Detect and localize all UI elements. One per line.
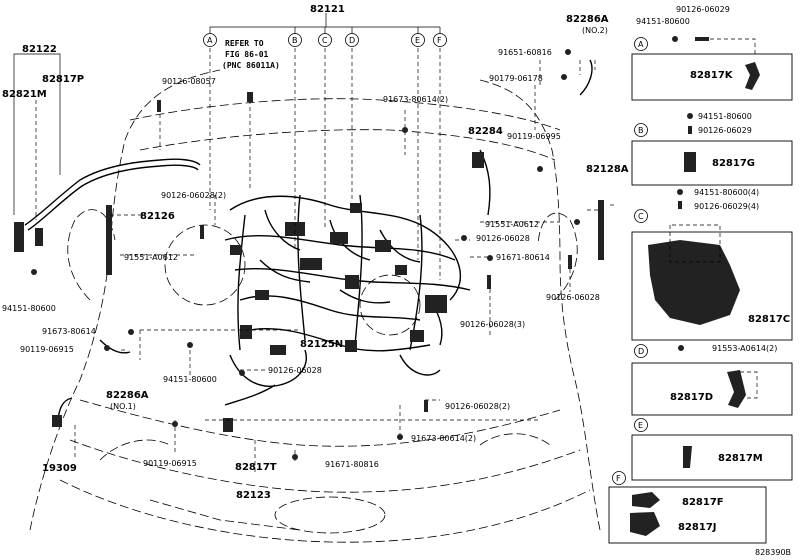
panel-f-part-2: 82817J xyxy=(678,522,717,533)
label-90126-06028-mid: 90126-06028 xyxy=(268,366,322,375)
marker-a: A xyxy=(207,36,213,45)
label-90179-06178: 90179-06178 xyxy=(489,74,543,83)
vehicle-body-outline xyxy=(29,69,601,543)
diagram-code: 828390B xyxy=(755,548,791,557)
label-82123: 82123 xyxy=(236,490,271,501)
panel-b-part-2: 90126-06029 xyxy=(698,126,752,135)
label-82284: 82284 xyxy=(468,126,503,137)
label-90119-06995: 90119-06995 xyxy=(507,132,561,141)
marker-d: D xyxy=(349,36,355,45)
label-91673-80614: 91673-80614 xyxy=(42,327,96,336)
panel-d-part: 82817D xyxy=(670,392,713,403)
label-82286A-no2-note: (NO.2) xyxy=(582,26,608,35)
label-82122: 82122 xyxy=(22,44,57,55)
panel-a-part-2: 94151-80600 xyxy=(636,17,690,26)
label-91551-A0612-left: 91551-A0612 xyxy=(124,253,178,262)
fastener-icons xyxy=(31,49,580,460)
label-90119-06915-bottom: 90119-06915 xyxy=(143,459,197,468)
marker-c: C xyxy=(322,36,328,45)
label-90126-06028-3: 90126-06028(3) xyxy=(460,320,525,329)
label-82817P: 82817P xyxy=(42,74,84,85)
label-82286A-no1-note: (NO.1) xyxy=(110,402,136,411)
panel-a-marker: A xyxy=(638,40,644,49)
panel-c-part-2: 90126-06029(4) xyxy=(694,202,759,211)
refer-note-line3: (PNC 86011A) xyxy=(222,61,280,70)
label-90126-06028-right: 90126-06028 xyxy=(476,234,530,243)
panel-e-marker: E xyxy=(638,421,643,430)
marker-b: B xyxy=(292,36,298,45)
section-letter-markers: A B C D E F xyxy=(203,33,447,47)
panel-a-part: 82817K xyxy=(690,70,734,81)
label-94151-80600-mid: 94151-80600 xyxy=(163,375,217,384)
label-91671-80816: 91671-80816 xyxy=(325,460,379,469)
panel-f-part-1: 82817F xyxy=(682,497,724,508)
label-90126-06028-2-left: 90126-06028(2) xyxy=(161,191,226,200)
label-90126-06028-far-right: 90126-06028 xyxy=(546,293,600,302)
label-90119-06915-left: 90119-06915 xyxy=(20,345,74,354)
panel-b-part: 82817G xyxy=(712,158,755,169)
marker-e: E xyxy=(415,36,420,45)
refer-note-line1: REFER TO xyxy=(225,39,264,48)
panel-d-part-1: 91553-A0614(2) xyxy=(712,344,777,353)
label-91551-A0612-right: 91551-A0612 xyxy=(485,220,539,229)
main-callouts: 82121 82122 82817P 82821M 82286A (NO.2) … xyxy=(2,4,629,501)
panel-b-marker: B xyxy=(638,126,644,135)
label-82286A-no2: 82286A xyxy=(566,14,609,25)
panel-b-part-1: 94151-80600 xyxy=(698,112,752,121)
label-19309: 19309 xyxy=(42,463,77,474)
panel-c-marker: C xyxy=(638,212,644,221)
label-82121: 82121 xyxy=(310,4,345,15)
label-82821M: 82821M xyxy=(2,89,47,100)
label-91673-80614-2-bottom: 91673-80614(2) xyxy=(411,434,476,443)
panel-c-part-1: 94151-80600(4) xyxy=(694,188,759,197)
label-90126-08057: 90126-08057 xyxy=(162,77,216,86)
panel-a-part-1: 90126-06029 xyxy=(676,5,730,14)
label-82817T: 82817T xyxy=(235,462,277,473)
label-82286A-no1: 82286A xyxy=(106,390,149,401)
marker-f: F xyxy=(437,36,442,45)
engine-wire-harness xyxy=(14,59,604,432)
label-82126: 82126 xyxy=(140,211,175,222)
label-91651-60816: 91651-60816 xyxy=(498,48,552,57)
label-90126-06028-2-bottom: 90126-06028(2) xyxy=(445,402,510,411)
label-82128A: 82128A xyxy=(586,164,629,175)
label-91671-80614: 91671-80614 xyxy=(496,253,550,262)
panel-d-marker: D xyxy=(638,347,644,356)
label-91673-80614-2-top: 91673-80614(2) xyxy=(383,95,448,104)
label-82125N: 82125N xyxy=(300,339,343,350)
panel-f-marker: F xyxy=(616,474,621,483)
label-94151-80600-left: 94151-80600 xyxy=(2,304,56,313)
panel-e-part: 82817M xyxy=(718,453,763,464)
detail-panels: A 90126-06029 94151-80600 82817K B 94151… xyxy=(608,5,793,544)
panel-c-part: 82817C xyxy=(748,314,790,325)
refer-note-line2: FIG 86-01 xyxy=(225,50,269,59)
